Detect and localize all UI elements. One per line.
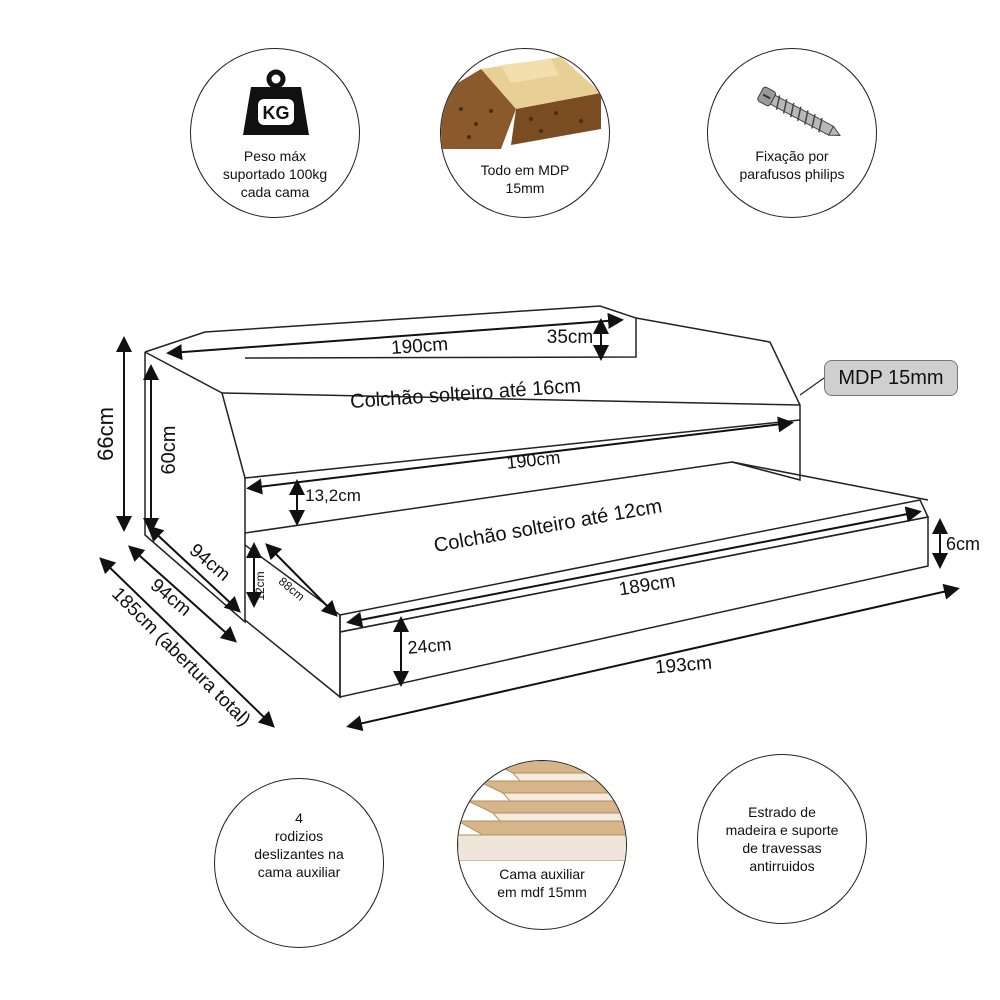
dim-inner-length: 190cm — [505, 447, 561, 473]
dim-backrest: 35cm — [547, 327, 593, 348]
feature-screw-text: Fixação por parafusos philips — [739, 148, 845, 182]
bed-outline — [144, 305, 930, 699]
mattress-bottom-label: Colchão solteiro até 12cm — [432, 495, 664, 557]
dim-trundle-depth: 88cm — [276, 574, 307, 604]
mattress-top-label: Colchão solteiro até 16cm — [349, 375, 581, 413]
feature-slats-text: Estrado de madeira e suporte de travessa… — [725, 804, 839, 874]
feature-weight: KG Peso máx suportado 100kg cada cama — [190, 48, 360, 218]
dim-overall-length: 193cm — [654, 653, 713, 679]
feature-mdf: Cama auxiliar em mdf 15mm — [457, 760, 627, 930]
feature-mdf-text: Cama auxiliar em mdf 15mm — [497, 866, 587, 900]
feature-weight-text: Peso máx suportado 100kg cada cama — [222, 148, 328, 200]
mdf-layers-icon — [458, 761, 626, 861]
feature-casters: 4 rodizios deslizantes na cama auxiliar — [214, 778, 384, 948]
mdp-callout: MDP 15mm — [824, 360, 958, 396]
dim-depth-side: 94cm — [185, 540, 234, 586]
dim-total-height: 66cm — [93, 407, 118, 461]
mdp-board-icon — [441, 57, 601, 149]
feature-mdp-text: Todo em MDP 15mm — [480, 162, 570, 196]
dim-trundle-clearance: 12cm — [253, 571, 267, 600]
dim-trundle-length: 189cm — [617, 571, 677, 601]
feature-mdp: Todo em MDP 15mm — [440, 48, 610, 218]
weight-kg-icon: KG — [243, 69, 309, 135]
dim-top-length: 190cm — [390, 334, 448, 359]
dim-gap: 13,2cm — [305, 486, 361, 505]
screw-icon — [757, 86, 841, 136]
dim-trundle-top: 6cm — [946, 534, 980, 554]
dim-side-height: 60cm — [158, 426, 180, 475]
weight-kg-label: KG — [263, 103, 290, 123]
dim-trundle-height: 24cm — [407, 634, 453, 658]
feature-casters-text: 4 rodizios deslizantes na cama auxiliar — [254, 810, 344, 880]
feature-screw: Fixação por parafusos philips — [707, 48, 877, 218]
feature-slats: Estrado de madeira e suporte de travessa… — [697, 754, 867, 924]
